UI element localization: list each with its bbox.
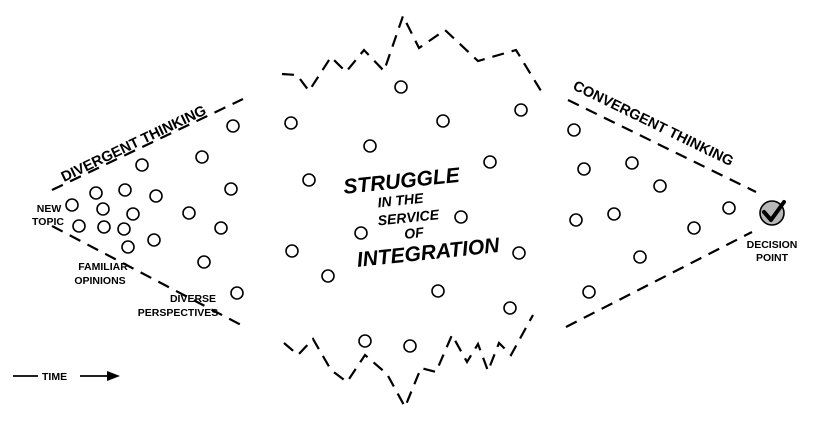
idea-circle: [135, 158, 149, 172]
idea-circle: [354, 226, 368, 240]
convergent-circles: [567, 123, 736, 299]
idea-circle: [197, 255, 211, 269]
idea-circle: [97, 220, 111, 234]
idea-circle: [514, 103, 528, 117]
struggle-circles: [284, 80, 528, 353]
idea-circle: [582, 285, 596, 299]
center-line-service: SERVICE: [377, 206, 440, 228]
idea-circle: [321, 269, 335, 283]
idea-circle: [121, 240, 135, 254]
struggle-bottom-edge: [283, 314, 534, 410]
idea-circle: [653, 179, 667, 193]
center-line-in-the: IN THE: [377, 190, 425, 211]
familiar-opinions-label-line2: OPINIONS: [74, 275, 125, 287]
time-label: TIME: [42, 371, 67, 383]
idea-circle: [625, 156, 639, 170]
idea-circle: [633, 250, 647, 264]
idea-circle: [512, 246, 526, 260]
center-title: STRUGGLE IN THE SERVICE OF INTEGRATION: [342, 164, 502, 272]
idea-circle: [302, 173, 316, 187]
idea-circle: [394, 80, 408, 94]
divergent-boundary: [51, 98, 244, 327]
idea-circle: [403, 339, 417, 353]
arrow-right-icon: [107, 371, 120, 381]
diverse-perspectives-label-line1: DIVERSE: [170, 293, 216, 305]
diverse-perspectives-label-line2: PERSPECTIVES: [138, 307, 219, 319]
divergent-top-line: [51, 98, 244, 191]
idea-circle: [577, 162, 591, 176]
convergent-top-line: [567, 99, 757, 193]
idea-circle: [483, 155, 497, 169]
convergent-boundary: [565, 99, 757, 328]
idea-circle: [89, 186, 103, 200]
idea-circle: [567, 123, 581, 137]
idea-circle: [214, 221, 228, 235]
idea-circle: [722, 201, 736, 215]
idea-circle: [65, 198, 79, 212]
new-topic-label-line1: NEW: [37, 203, 62, 215]
idea-circle: [436, 114, 450, 128]
idea-circle: [454, 210, 468, 224]
decision-point-label-line1: DECISION: [747, 239, 798, 251]
convergent-bottom-line: [565, 231, 753, 328]
time-indicator: TIME: [13, 371, 120, 383]
idea-circle: [149, 189, 163, 203]
idea-circle: [182, 206, 196, 220]
struggle-zone-boundary: [281, 13, 542, 410]
center-line-integration: INTEGRATION: [356, 234, 502, 272]
new-topic-label-line2: TOPIC: [32, 216, 64, 228]
idea-circle: [285, 244, 299, 258]
idea-circle: [195, 150, 209, 164]
decision-point: [759, 200, 786, 226]
divergent-thinking-label: DIVERGENT THINKING: [59, 103, 209, 186]
idea-circle: [607, 207, 621, 221]
checkmark-icon: [762, 200, 786, 222]
idea-circle: [118, 183, 132, 197]
divergent-circles: [65, 119, 244, 300]
idea-circle: [431, 284, 445, 298]
idea-circle: [358, 334, 372, 348]
idea-circle: [569, 213, 583, 227]
idea-circle: [284, 116, 298, 130]
idea-circle: [503, 301, 517, 315]
idea-circle: [226, 119, 240, 133]
idea-circle: [96, 202, 110, 216]
idea-circle: [72, 219, 86, 233]
struggle-top-edge: [281, 13, 542, 93]
idea-circle: [147, 233, 161, 247]
decision-point-label-line2: POINT: [756, 252, 789, 264]
idea-circle: [126, 207, 140, 221]
idea-circle: [117, 222, 131, 236]
idea-circle: [687, 221, 701, 235]
center-line-of: OF: [403, 224, 424, 242]
idea-circle: [224, 182, 238, 196]
divergent-bottom-line: [51, 225, 244, 327]
idea-circle: [230, 286, 244, 300]
convergent-thinking-label: CONVERGENT THINKING: [570, 78, 736, 170]
familiar-opinions-label-line1: FAMILIAR: [78, 261, 128, 273]
idea-circle: [363, 139, 377, 153]
